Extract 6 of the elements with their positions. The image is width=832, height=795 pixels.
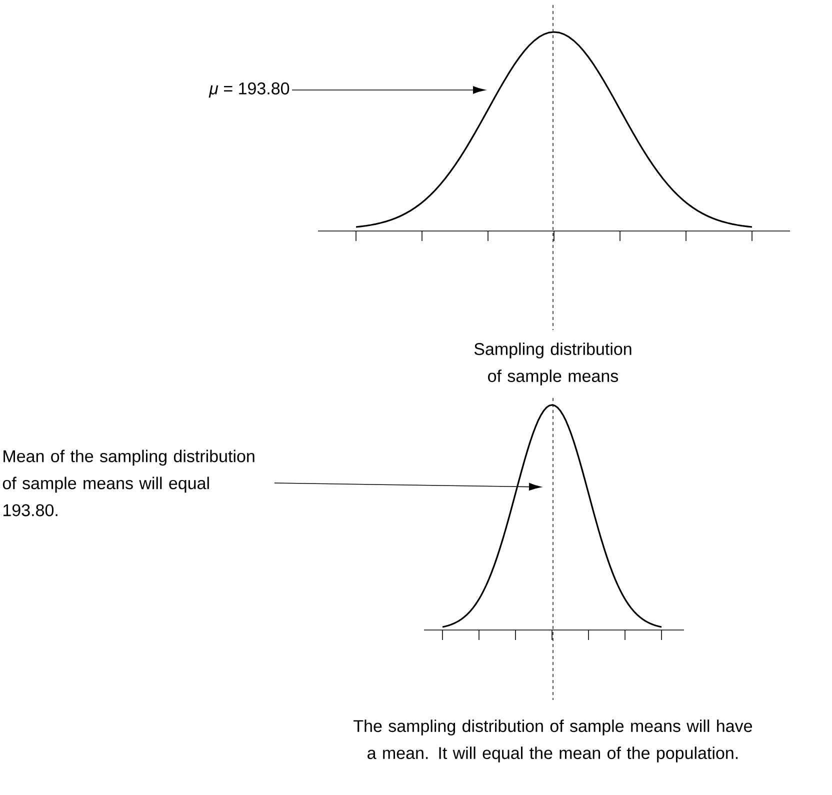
caption-text: Sampling distribution of sample means	[474, 342, 632, 386]
leader-line	[292, 86, 486, 94]
callout-text: μ = 193.80	[208, 82, 290, 98]
callout-text: Mean of the sampling distribution of sample means will equal 193.80.	[2, 450, 254, 516]
leader-line	[274, 482, 542, 491]
caption-text: The sampling distribution of sample means will have a mean. It will equal the mean of the population.	[354, 720, 752, 762]
